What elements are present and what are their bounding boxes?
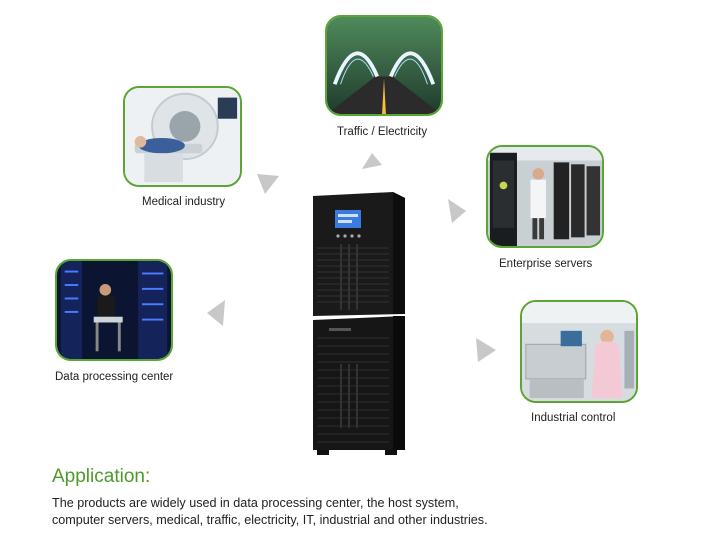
enterprise-servers-label: Enterprise servers xyxy=(499,258,593,270)
medical-industry-label: Medical industry xyxy=(142,196,226,208)
traffic-electricity-label: Traffic / Electricity xyxy=(337,126,428,138)
ups-tower-image xyxy=(313,192,405,455)
data-processing-center-label: Data processing center xyxy=(55,371,174,383)
enterprise-servers-photo xyxy=(486,145,604,248)
traffic-electricity-photo xyxy=(325,15,443,116)
arrow-up-left-icon xyxy=(257,174,279,194)
arrow-up-icon xyxy=(362,153,382,169)
arrow-right-icon xyxy=(448,199,466,223)
application-description-line-2: computer servers, medical, traffic, elec… xyxy=(52,513,488,527)
arrow-left-icon xyxy=(207,300,225,326)
application-description: The products are widely used in data pro… xyxy=(52,495,672,529)
data-processing-center-photo xyxy=(55,259,173,361)
arrow-down-right-icon xyxy=(476,338,496,362)
medical-industry-photo xyxy=(123,86,242,187)
industrial-control-photo xyxy=(520,300,638,403)
application-title: Application: xyxy=(52,466,151,487)
application-description-line-1: The products are widely used in data pro… xyxy=(52,496,459,510)
industrial-control-label: Industrial control xyxy=(531,412,616,424)
